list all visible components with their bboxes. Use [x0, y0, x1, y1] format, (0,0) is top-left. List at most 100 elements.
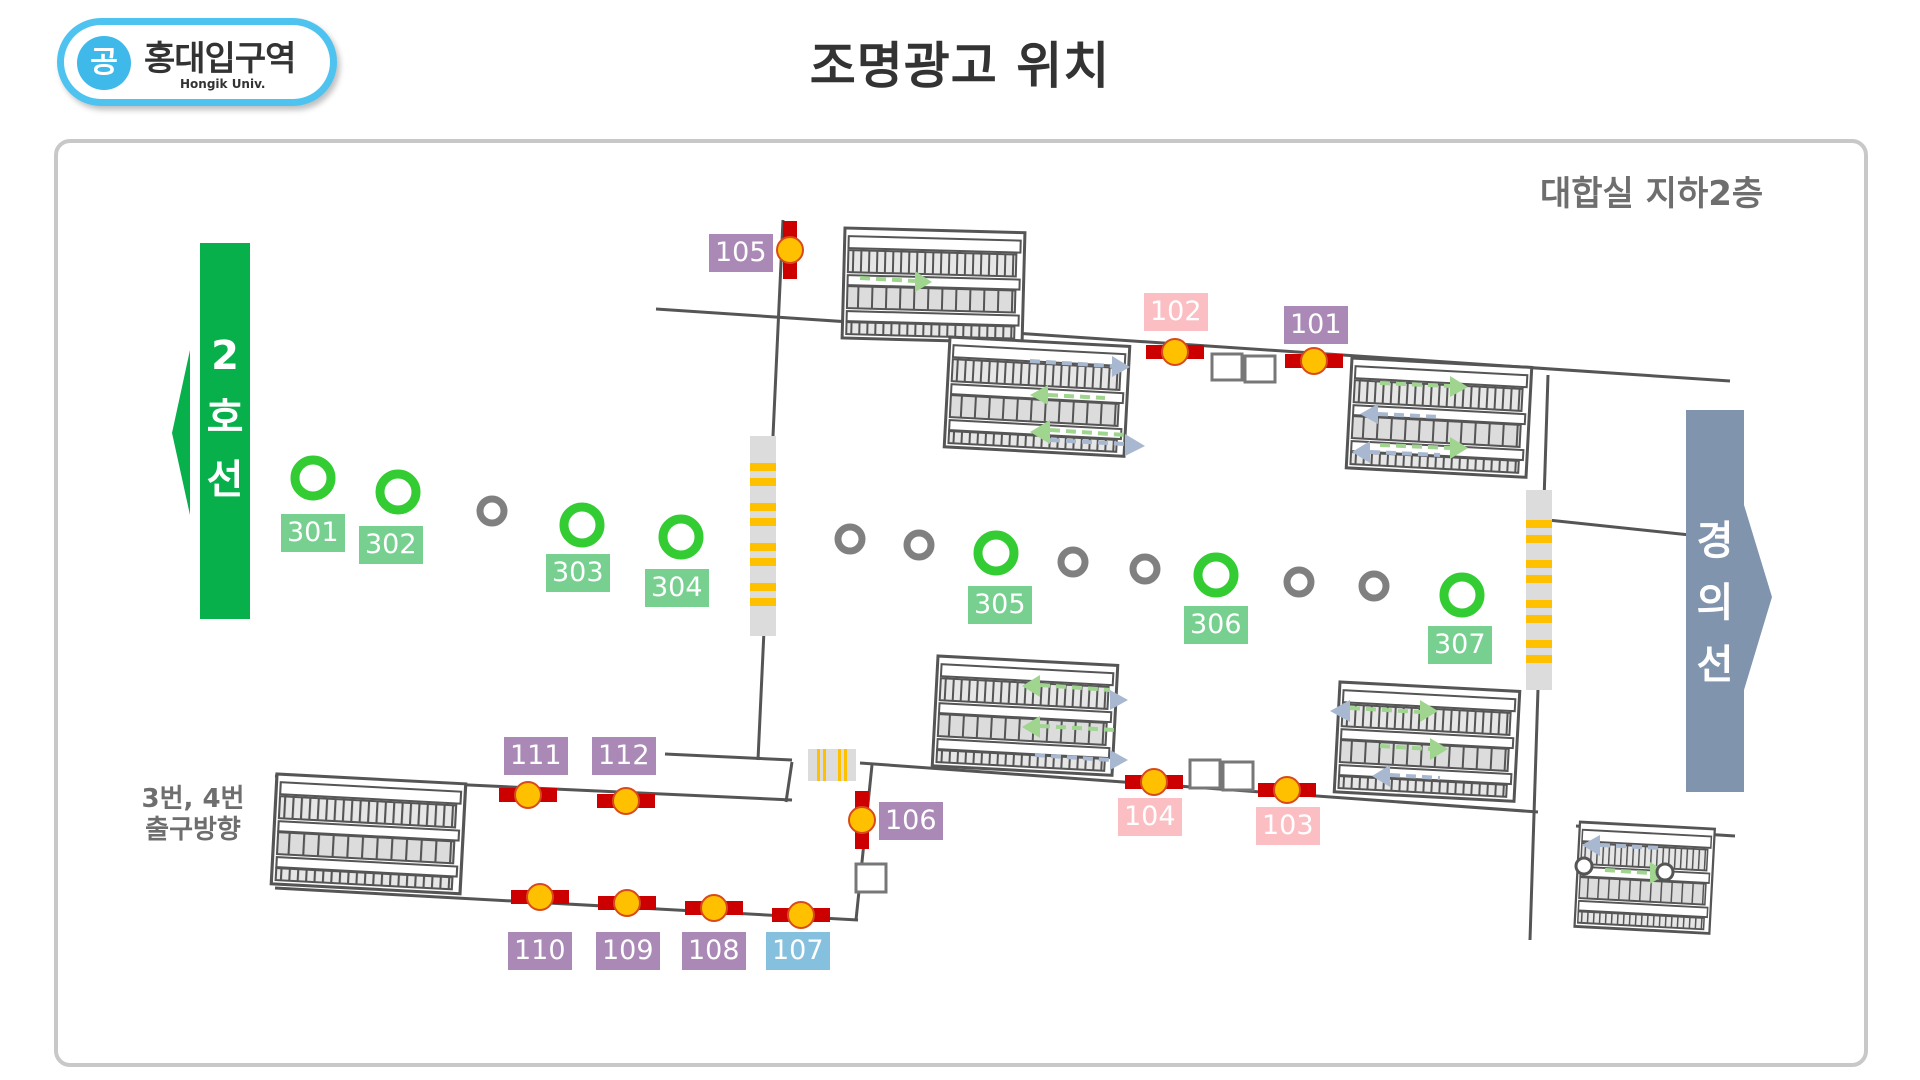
wall-ad-104-marker[interactable]	[1125, 768, 1183, 796]
flow-arrows	[859, 271, 1668, 884]
pillar-icon	[834, 523, 866, 555]
pillar-icon	[476, 495, 508, 527]
ad-tag-109[interactable]: 109	[596, 932, 660, 970]
pillar-tag-302[interactable]: 302	[359, 526, 423, 564]
line2-char: 호	[206, 395, 244, 441]
pillar-ad-301-icon[interactable]	[290, 455, 336, 501]
ad-tag-104[interactable]: 104	[1118, 798, 1182, 836]
floor-label: 대합실 지하2층	[1540, 174, 1764, 214]
wall-ad-dot-icon	[1140, 768, 1168, 796]
pillar-ad-304-icon[interactable]	[658, 514, 704, 560]
ad-tag-101[interactable]: 101	[1284, 306, 1348, 344]
flow-arrow-head	[1022, 675, 1040, 697]
ad-tag-110[interactable]: 110	[508, 932, 572, 970]
fare-gate-right	[1526, 490, 1552, 690]
pillar-ad-303-icon[interactable]	[559, 502, 605, 548]
flow-arrow-head	[1420, 700, 1438, 722]
flow-arrow-head	[1430, 738, 1448, 760]
wall-ad-110-marker[interactable]	[511, 883, 569, 911]
pillars-layer	[290, 455, 1485, 618]
flow-arrow-head	[1110, 750, 1128, 770]
flow-arrow-up	[1604, 868, 1651, 875]
flow-arrow-head	[1450, 437, 1468, 459]
pillar-icon	[1283, 566, 1315, 598]
flow-arrow-up	[1379, 381, 1451, 388]
pillar-tag-301[interactable]: 301	[281, 514, 345, 552]
pillar-tag-306[interactable]: 306	[1184, 606, 1248, 644]
wall-ad-101-marker[interactable]	[1285, 347, 1343, 375]
station-name-en: Hongik Univ.	[180, 77, 266, 91]
station-name: 홍대입구역	[144, 39, 296, 79]
flow-arrow-down	[1599, 843, 1661, 850]
elevator-marker-icon	[1655, 862, 1675, 882]
exit-label-line1: 3번, 4번	[141, 784, 245, 814]
pillar-ad-305-icon[interactable]	[973, 530, 1019, 576]
pillar-icon	[1057, 546, 1089, 578]
ad-tag-105[interactable]: 105	[709, 234, 773, 272]
page-title: 조명광고 위치	[809, 37, 1111, 95]
flow-arrow-down	[1034, 753, 1111, 762]
ad-tag-102[interactable]: 102	[1144, 293, 1208, 331]
wall-ad-105-marker[interactable]	[776, 221, 804, 279]
wall-ads-layer	[499, 221, 1343, 929]
gyeongui-label: 경 의 선	[1690, 510, 1740, 696]
wall-ad-109-marker[interactable]	[598, 889, 656, 917]
kiosk-icon	[1243, 354, 1277, 384]
kiosk-icon	[1188, 758, 1222, 790]
ad-tag-112[interactable]: 112	[592, 737, 656, 775]
middle-left-wall	[664, 752, 793, 762]
line2-arrow-left-icon	[172, 350, 190, 515]
escalator-top-left	[840, 226, 1027, 345]
flow-arrow-head	[1022, 716, 1040, 738]
pillar-tag-304[interactable]: 304	[645, 569, 709, 607]
ad-tag-107[interactable]: 107	[766, 932, 830, 970]
wall-ad-108-marker[interactable]	[685, 894, 743, 922]
wall-ad-102-marker[interactable]	[1146, 338, 1204, 366]
line2-label: 2 호 선	[200, 325, 250, 511]
pillar-icon	[903, 529, 935, 561]
flow-arrow-head	[915, 271, 932, 292]
flow-arrow-head	[1110, 690, 1128, 710]
flow-arrow-up	[1039, 683, 1111, 692]
pillar-tag-307[interactable]: 307	[1428, 626, 1492, 664]
exit-label-line2: 출구방향	[145, 815, 241, 845]
kiosk-icon	[854, 862, 888, 894]
flow-arrow-head	[1360, 404, 1378, 424]
right-branch-wall	[1547, 518, 1691, 537]
kiosk-icon	[1221, 760, 1255, 792]
wall-ad-106-marker[interactable]	[848, 791, 876, 849]
pillar-tag-303[interactable]: 303	[546, 554, 610, 592]
wall-ad-112-marker[interactable]	[597, 787, 655, 815]
wall-ad-103-marker[interactable]	[1258, 776, 1316, 804]
wall-ad-dot-icon	[613, 889, 641, 917]
line2-direction	[172, 243, 250, 619]
escalator-lower-right	[1332, 680, 1522, 803]
flow-arrow-up	[1379, 744, 1431, 751]
pillar-ad-306-icon[interactable]	[1193, 552, 1239, 598]
flow-arrow-head	[1030, 420, 1050, 444]
wall-ad-107-marker[interactable]	[772, 901, 830, 929]
pillar-ad-307-icon[interactable]	[1439, 572, 1485, 618]
flow-arrow-up	[1379, 443, 1451, 450]
wall-ad-dot-icon	[787, 901, 815, 929]
wall-ad-111-marker[interactable]	[499, 781, 557, 809]
ad-tag-106[interactable]: 106	[879, 802, 943, 840]
gyeongui-char: 경	[1696, 518, 1734, 564]
gyeongui-arrow-right-icon	[1744, 505, 1772, 690]
ad-tag-111[interactable]: 111	[504, 737, 568, 775]
flow-arrow-down	[1377, 412, 1441, 419]
gyeongui-bar	[1686, 410, 1744, 792]
exit-direction-label: 3번, 4번 출구방향	[128, 784, 258, 846]
ad-tag-103[interactable]: 103	[1256, 807, 1320, 845]
gyeongui-char: 의	[1696, 580, 1734, 626]
flow-arrow-head	[1450, 376, 1468, 397]
wall-ad-dot-icon	[776, 236, 804, 264]
wall-ad-dot-icon	[1300, 347, 1328, 375]
gyeongui-char: 선	[1696, 642, 1734, 688]
flow-arrow-down	[1389, 773, 1441, 780]
ad-tag-108[interactable]: 108	[682, 932, 746, 970]
pillar-ad-302-icon[interactable]	[375, 469, 421, 515]
flow-arrow-up	[1047, 393, 1106, 400]
flow-arrow-head	[1372, 765, 1390, 787]
pillar-tag-305[interactable]: 305	[968, 586, 1032, 624]
